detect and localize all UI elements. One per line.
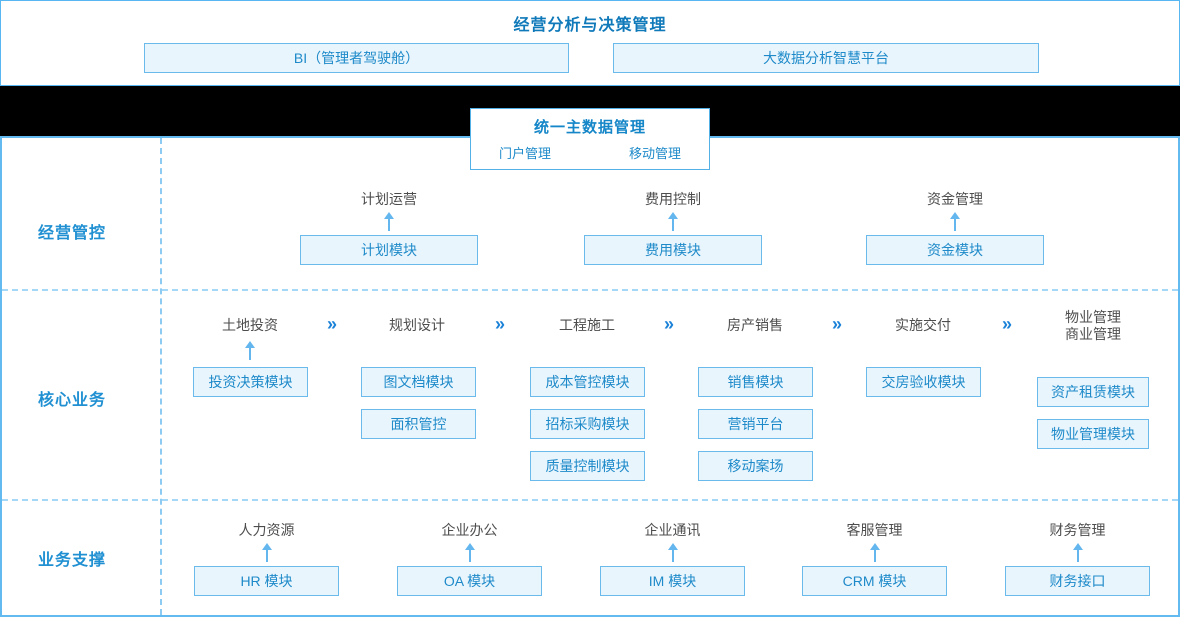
portal-management-link[interactable]: 门户管理 (499, 146, 552, 161)
arrow-up-icon (950, 212, 961, 231)
group-human-resources: 人力资源 HR 模块 (194, 522, 339, 596)
arrow-up-icon (667, 543, 678, 562)
category-label: 计划运营 (361, 191, 417, 207)
stage-planning-design: 规划设计 (389, 317, 445, 333)
arrow-up-icon (464, 543, 475, 562)
master-data-box: 统一主数据管理 门户管理 移动管理 (470, 108, 710, 170)
module-finance-interface[interactable]: 财务接口 (1005, 566, 1150, 596)
group-fund-management: 资金管理 资金模块 (866, 191, 1044, 265)
module-oa[interactable]: OA 模块 (397, 566, 542, 596)
master-data-links: 门户管理 移动管理 (471, 137, 709, 162)
row-divider-2 (2, 499, 1178, 501)
group-customer-service: 客服管理 CRM 模块 (802, 522, 947, 596)
arrow-up-icon (261, 543, 272, 562)
arrow-up-icon (384, 212, 395, 231)
category-label: 企业办公 (441, 522, 498, 538)
mobile-management-link[interactable]: 移动管理 (628, 146, 681, 161)
chevron-right-icon: » (1002, 314, 1013, 334)
arrow-up-icon (668, 212, 679, 231)
stage-property-commercial: 物业管理 商业管理 (1038, 309, 1148, 343)
group-enterprise-communication: 企业通讯 IM 模块 (600, 522, 745, 596)
module-quality-control[interactable]: 质量控制模块 (530, 451, 645, 481)
module-mobile-showroom[interactable]: 移动案场 (698, 451, 813, 481)
arrow-up-icon (1072, 543, 1083, 562)
group-enterprise-office: 企业办公 OA 模块 (397, 522, 542, 596)
group-plan-operation: 计划运营 计划模块 (300, 191, 478, 265)
arrow-up-icon (869, 543, 880, 562)
row-label-operation-control: 经营管控 (38, 225, 107, 242)
group-expense-control: 费用控制 费用模块 (584, 191, 762, 265)
stage-delivery: 实施交付 (895, 317, 951, 333)
analysis-decision-section: 经营分析与决策管理 BI（管理者驾驶舱） 大数据分析智慧平台 (0, 0, 1180, 86)
master-data-title: 统一主数据管理 (533, 119, 646, 136)
category-label: 企业通讯 (644, 522, 701, 538)
category-label: 资金管理 (927, 191, 983, 207)
module-cost-control[interactable]: 成本管控模块 (530, 367, 645, 397)
row-label-business-support: 业务支撑 (38, 552, 107, 569)
module-plan[interactable]: 计划模块 (300, 235, 478, 265)
stage-property-line: 物业管理 (1065, 309, 1121, 325)
chevron-right-icon: » (832, 314, 843, 334)
row-divider-1 (2, 289, 1178, 291)
category-label: 客服管理 (846, 522, 903, 538)
bigdata-platform-box[interactable]: 大数据分析智慧平台 (613, 43, 1039, 73)
module-marketing-platform[interactable]: 营销平台 (698, 409, 813, 439)
module-im[interactable]: IM 模块 (600, 566, 745, 596)
module-asset-leasing[interactable]: 资产租赁模块 (1037, 377, 1149, 407)
arrow-up-icon (244, 341, 255, 360)
module-investment-decision[interactable]: 投资决策模块 (193, 367, 308, 397)
module-drawing-doc[interactable]: 图文档模块 (361, 367, 476, 397)
category-label: 费用控制 (645, 191, 701, 207)
stage-construction: 工程施工 (559, 317, 615, 333)
module-area-control[interactable]: 面积管控 (361, 409, 476, 439)
chevron-right-icon: » (495, 314, 506, 334)
module-crm[interactable]: CRM 模块 (802, 566, 947, 596)
module-bidding-procurement[interactable]: 招标采购模块 (530, 409, 645, 439)
analysis-decision-title: 经营分析与决策管理 (513, 17, 667, 34)
bi-cockpit-box[interactable]: BI（管理者驾驶舱） (144, 43, 569, 73)
category-label: 人力资源 (238, 522, 295, 538)
module-expense[interactable]: 费用模块 (584, 235, 762, 265)
module-property-management[interactable]: 物业管理模块 (1037, 419, 1149, 449)
stage-land-investment: 土地投资 (222, 317, 278, 333)
module-fund[interactable]: 资金模块 (866, 235, 1044, 265)
group-finance-management: 财务管理 财务接口 (1005, 522, 1150, 596)
stage-property-sales: 房产销售 (727, 317, 783, 333)
stage-commercial-line: 商业管理 (1065, 326, 1121, 342)
row-label-core-business: 核心业务 (38, 392, 107, 409)
chevron-right-icon: » (664, 314, 675, 334)
label-column-divider (160, 138, 162, 615)
module-handover-acceptance[interactable]: 交房验收模块 (866, 367, 981, 397)
module-hr[interactable]: HR 模块 (194, 566, 339, 596)
module-sales[interactable]: 销售模块 (698, 367, 813, 397)
chevron-right-icon: » (327, 314, 338, 334)
category-label: 财务管理 (1049, 522, 1106, 538)
